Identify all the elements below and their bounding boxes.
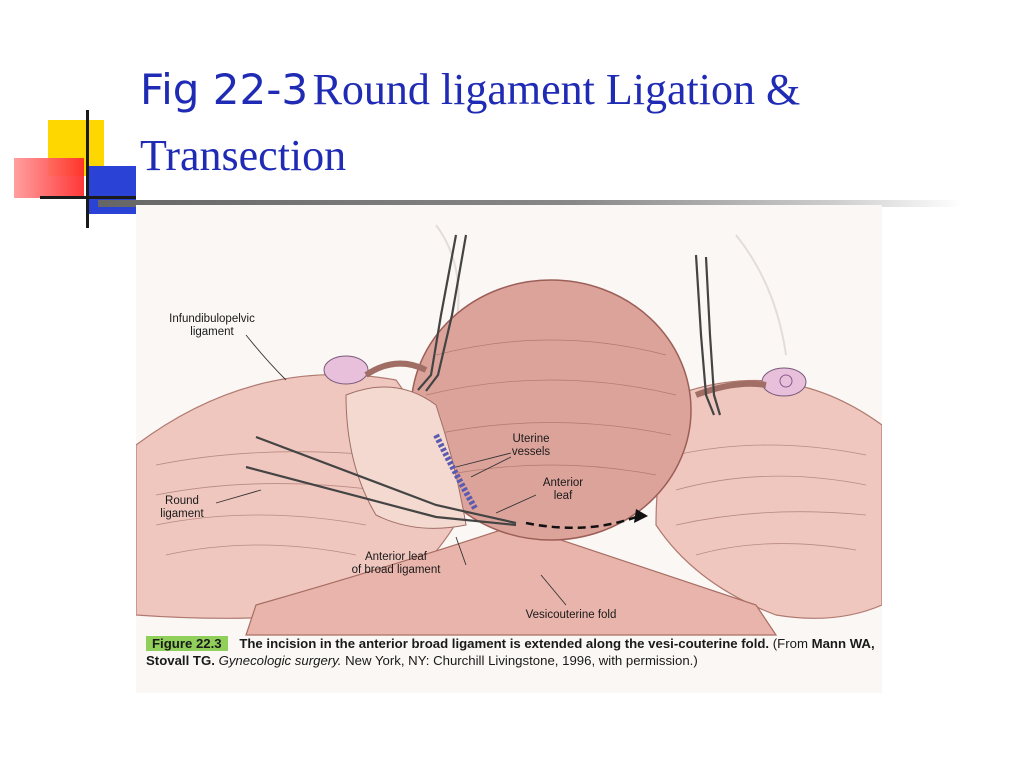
- title-prefix: Fig 22-3: [140, 65, 309, 114]
- label-anterior-leaf-broad-ligament: Anterior leaf of broad ligament: [326, 551, 466, 577]
- anatomy-drawing: [136, 205, 882, 693]
- label-line: Infundibulopelvic: [169, 313, 255, 325]
- decor-red-square: [14, 158, 84, 198]
- label-line: ligament: [190, 326, 234, 338]
- surgical-illustration: Infundibulopelvic ligament Uterine vesse…: [136, 205, 882, 693]
- caption-from: (From: [772, 636, 808, 651]
- figure-caption: Figure 22.3 The incision in the anterior…: [146, 635, 876, 669]
- title-underline-rule: [98, 200, 962, 207]
- label-uterine-vessels: Uterine vessels: [496, 433, 566, 459]
- label-line: of broad ligament: [351, 564, 441, 576]
- label-line: Anterior leaf: [364, 551, 427, 563]
- label-line: vessels: [511, 446, 551, 458]
- label-vesicouterine-fold: Vesicouterine fold: [496, 609, 646, 622]
- label-line: Uterine: [512, 433, 550, 445]
- label-line: leaf: [553, 490, 573, 502]
- caption-authors: Mann WA, Stovall TG.: [146, 636, 875, 668]
- decor-horizontal-line: [40, 196, 136, 199]
- label-line: Vesicouterine fold: [525, 609, 617, 621]
- caption-book: Gynecologic surgery.: [218, 653, 342, 668]
- label-round-ligament: Round ligament: [142, 495, 222, 521]
- label-line: ligament: [160, 508, 204, 520]
- title-text: Round ligament Ligation & Transection: [140, 65, 801, 180]
- caption-bold: The incision in the anterior broad ligam…: [239, 636, 770, 651]
- label-anterior-leaf: Anterior leaf: [528, 477, 598, 503]
- slide-title: Fig 22-3 Round ligament Ligation & Trans…: [140, 62, 980, 194]
- label-infundibulopelvic-ligament: Infundibulopelvic ligament: [142, 313, 282, 339]
- decor-vertical-line: [86, 110, 89, 228]
- caption-publisher: New York, NY: Churchill Livingstone, 199…: [345, 653, 698, 668]
- label-line: Round: [165, 495, 199, 507]
- caption-tag: Figure 22.3: [146, 636, 228, 651]
- label-line: Anterior: [542, 477, 584, 489]
